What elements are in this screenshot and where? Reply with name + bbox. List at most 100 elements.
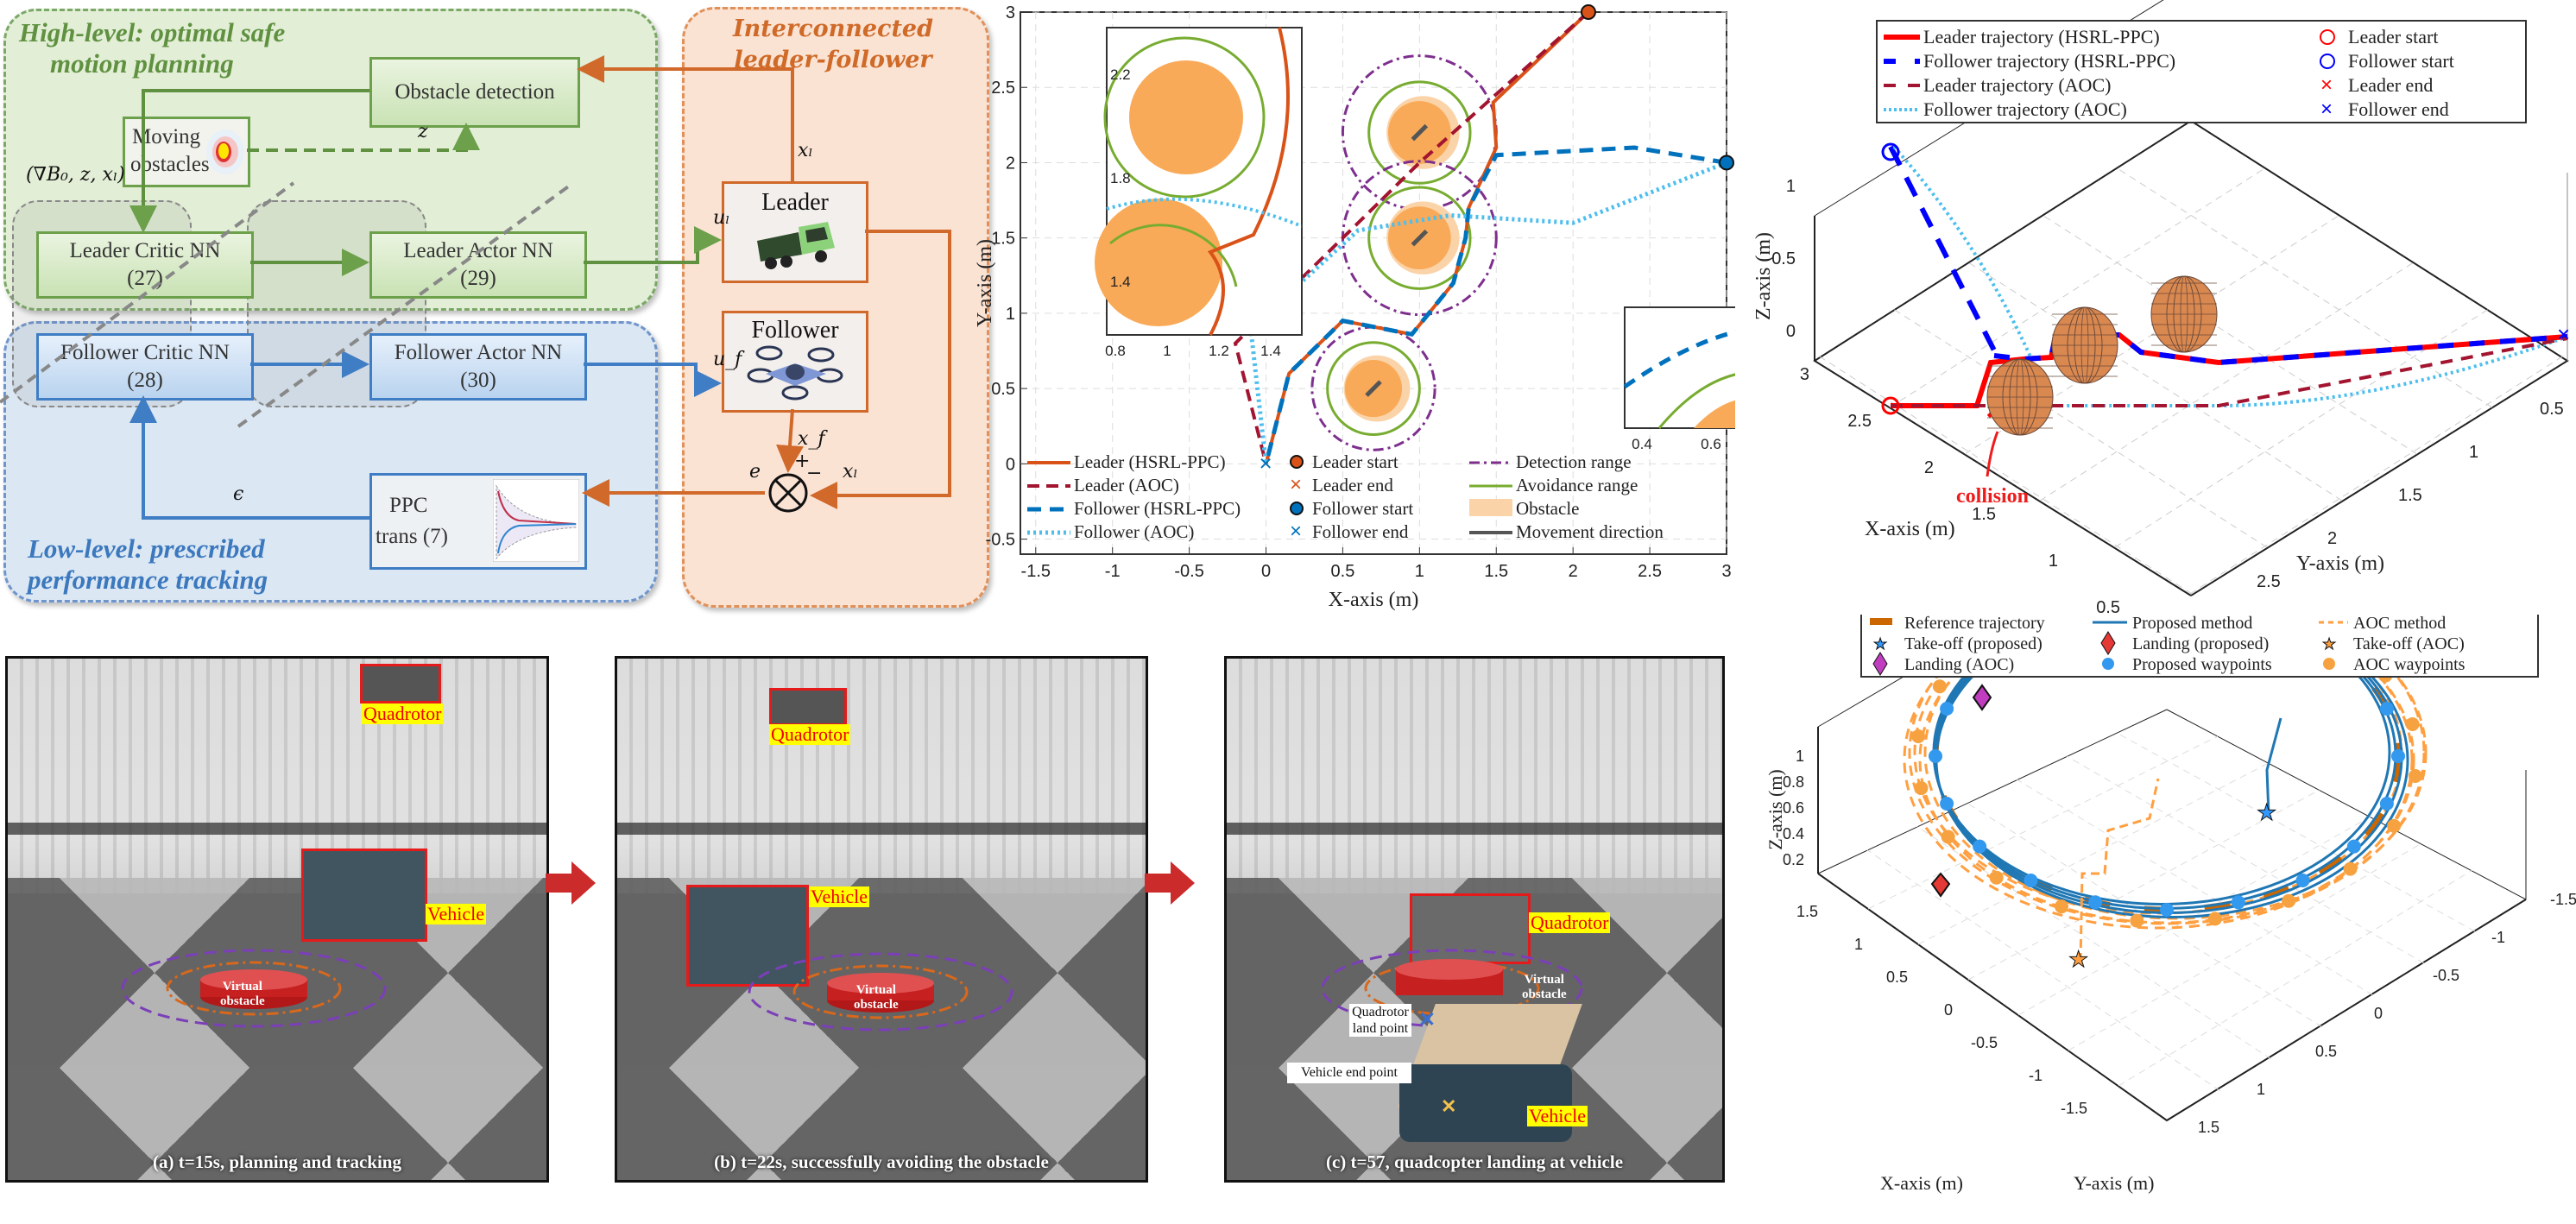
inset-y-tick-label: 1.4 [1110,274,1131,290]
x-tick-label: -0.5 [1174,562,1203,581]
x-tick-label: 1.5 [1796,903,1818,920]
axes-floor [1817,873,2527,1122]
inset-avoidance-arc [1109,224,1238,287]
quadrotor-land-point-label: Quadrotor land point [1349,1004,1411,1037]
inset-lower-avoidance-arc [1657,373,1735,429]
aoc-waypoint [1911,729,1926,744]
legend-label: Take-off (proposed) [1904,634,2042,653]
x-tick-label: -0.5 [1971,1034,1998,1051]
floor-gridline [1889,167,2267,408]
aoc-trajectory [1908,615,2426,925]
background-wall [1227,659,1722,893]
x-tick-label: 0.5 [1331,562,1355,581]
y-tick-label: 1 [2257,1081,2265,1098]
legend-label: AOC method [2353,615,2446,633]
summing-junction-icon [768,473,808,513]
follower-aoc-trajectory [1892,145,2568,407]
y-tick-label: 2 [2327,529,2337,548]
inset-lower-x-tick-label: 0.6 [1701,436,1721,452]
movement-direction-arrow [1365,380,1382,397]
floor-gridline [2068,842,2422,1051]
inset-follower-aoc-path [1106,197,1303,228]
aoc-takeoff-path [2079,778,2160,962]
legend-marker [2100,631,2116,655]
vehicle-end-point-label: Vehicle end point [1287,1063,1411,1083]
z-tick-label: 0.2 [1783,851,1804,868]
follower-hsrl-trajectory [1888,145,1997,352]
legend-marker: ★ [1873,635,1887,653]
legend-marker: × [2320,73,2333,97]
inset-x-tick-label: 1.4 [1260,343,1281,359]
x-tick-label: 2.5 [1847,412,1872,431]
y-tick-label: 3 [1006,3,1015,22]
legend-swatch [1870,618,1892,625]
proposed-waypoint [2024,874,2038,888]
vehicle-tag: Vehicle [426,903,486,924]
x-tick-label: -1 [2029,1067,2042,1084]
signal-epsilon: ϵ [233,483,244,505]
y-tick-label: 1.5 [2198,1119,2219,1136]
virtual-obstacle-label-1: Virtual [856,983,896,997]
photo-panel-a: Quadrotor Vehicle Virtual obstacle (a) t… [5,656,549,1183]
aoc-trajectory [1918,615,2415,924]
legend-label: Follower start [1312,498,1413,519]
legend-label: Leader end [2348,74,2433,96]
y-tick-label: 0.5 [991,380,1015,399]
legend-marker [2320,29,2335,45]
leader-critic-label: Leader Critic NN [69,239,221,262]
aoc-waypoint [2055,899,2069,914]
photo-caption-b: (b) t=22s, successfully avoiding the obs… [714,1151,1049,1172]
x-tick-label: 1 [2049,552,2058,571]
leader-label: Leader [761,189,829,216]
floor-gridline [2116,732,2476,932]
legend-label: Follower (HSRL-PPC) [1074,498,1241,519]
x-tick-label: 1.5 [1972,505,1996,524]
obstacle-sphere [1986,358,2054,436]
photo-caption-a: (a) t=15s, planning and tracking [153,1151,401,1172]
legend-label: Leader (HSRL-PPC) [1074,451,1226,472]
proposed-waypoint [2346,839,2361,854]
legend-label: Obstacle [1516,498,1579,519]
aoc-waypoint [2282,893,2296,908]
z-axis-label: Z-axis (m) [1752,232,1775,320]
x-tick-label: -1.5 [1021,562,1051,581]
y-tick-label: -0.5 [986,531,1015,550]
inset-x-tick-label: 1.2 [1209,343,1229,359]
y-tick-label: 2 [1006,154,1015,173]
legend-marker [2102,658,2114,670]
x-tick-label: -1 [1105,562,1121,581]
leader-start-marker [1881,396,1900,415]
inset-y-tick-label: 2.2 [1110,66,1131,83]
y-tick-label: 2.5 [991,79,1015,98]
y-tick-label: 1 [2469,443,2478,462]
virtual-obstacle-ranges [748,952,1013,1032]
z-tick-label: 1 [1796,748,1804,765]
high-level-title-line1: High-level: optimal safe [19,17,286,47]
legend-label: Leader trajectory (AOC) [1923,74,2111,96]
x-tick-label: 1 [1415,562,1424,581]
x-tick-label: 3 [1800,365,1809,384]
virtual-obstacle-label-1: Virtual [1524,973,1564,987]
proposed-waypoint [2088,895,2103,910]
sequence-arrow-icon [546,861,596,905]
aoc-waypoint [2387,818,2402,833]
floor-gridline [2189,353,2567,595]
y-axis-label: Y-axis (m) [975,239,996,327]
y-tick-label: -1.5 [2550,891,2576,908]
vehicle-highlight [301,849,427,942]
quadrotor-tag: Quadrotor [362,703,444,724]
leader-critic-nn-block: Leader Critic NN (27) [36,231,254,299]
legend-swatch [1469,499,1512,516]
floor-gridline [1967,789,2320,981]
inset-obstacle [1095,199,1222,326]
signal-critic-input: (∇B₀, z, xₗ) [26,164,125,186]
series-line-3 [1248,161,1727,464]
legend-label: Leader end [1312,475,1393,495]
aoc-waypoint [2207,912,2222,926]
photo-panel-b: Quadrotor Vehicle Virtual obstacle (b) t… [615,656,1148,1183]
aoc-waypoint [2405,716,2420,731]
aoc-waypoint [1914,781,1929,796]
signal-x-f: x_f [798,428,825,450]
background-wall [8,659,546,893]
